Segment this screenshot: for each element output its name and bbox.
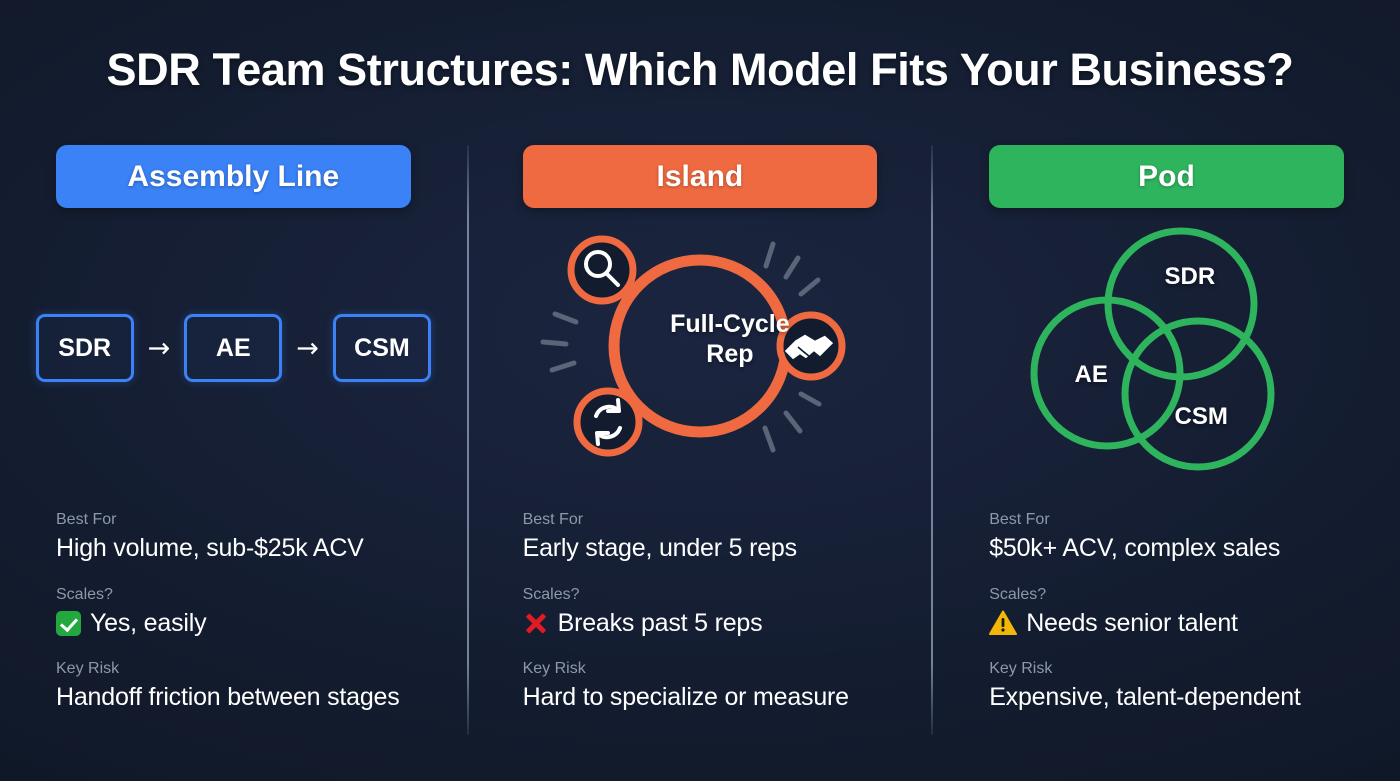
- fact-value-best-for: Early stage, under 5 reps: [522, 534, 798, 562]
- fact-value-key-risk: Handoff friction between stages: [56, 683, 400, 711]
- fact-label-key-risk: Key Risk: [989, 660, 1053, 677]
- fact-best-for: Best For High volume, sub-$25k ACV: [56, 511, 411, 564]
- fact-value-scales: Breaks past 5 reps: [523, 609, 878, 639]
- fact-value-scales: Yes, easily: [56, 609, 411, 639]
- warning-icon: [989, 610, 1018, 636]
- column-heading-assembly-line: Assembly Line: [56, 145, 411, 208]
- orbit-center-line-1: Full-Cycle: [670, 310, 790, 338]
- flow-node-csm: CSM: [332, 314, 431, 382]
- column-heading-pod: Pod: [989, 145, 1344, 208]
- column-pod: Pod SDR AE CSM Best For $50k+ ACV, comp: [933, 145, 1400, 745]
- fact-label-best-for: Best For: [56, 511, 117, 528]
- orbit-center-label: Full-Cycle Rep: [640, 310, 820, 369]
- fact-value-scales-text: Breaks past 5 reps: [557, 608, 763, 637]
- fact-value-key-risk: Expensive, talent-dependent: [989, 683, 1301, 711]
- cross-icon: [523, 610, 549, 636]
- venn-circle-ae: [1030, 296, 1184, 449]
- fact-value-key-risk: Hard to specialize or measure: [522, 683, 849, 711]
- fact-scales: Scales? Yes, easily: [56, 586, 411, 639]
- fact-label-scales: Scales?: [56, 585, 113, 603]
- radiating-ticks: [540, 241, 822, 453]
- venn-label-ae: AE: [1074, 360, 1108, 388]
- fact-value-scales-text: Needs senior talent: [1026, 608, 1238, 637]
- fact-label-key-risk: Key Risk: [522, 660, 586, 677]
- flow-diagram: SDR → AE → CSM: [35, 314, 431, 382]
- fact-label-scales: Scales?: [522, 585, 580, 603]
- venn-diagram-svg: [1030, 227, 1275, 470]
- column-divider-1: [467, 145, 469, 735]
- fact-key-risk: Key Risk Hard to specialize or measure: [523, 660, 878, 713]
- fact-label-scales: Scales?: [989, 585, 1047, 603]
- handshake-icon: [783, 333, 835, 362]
- venn-diagram: SDR AE CSM: [1016, 221, 1316, 476]
- venn-label-sdr: SDR: [1164, 262, 1216, 290]
- fact-scales: Scales? Needs senior talent: [989, 586, 1344, 639]
- satellite-circle-refresh: [573, 387, 643, 457]
- orbit-center-line-2: Rep: [706, 339, 754, 368]
- fact-scales: Scales? Breaks past 5 reps: [523, 586, 878, 639]
- fact-best-for: Best For Early stage, under 5 reps: [523, 511, 878, 564]
- fact-value-best-for: $50k+ ACV, complex sales: [989, 534, 1281, 562]
- satellite-circle-search: [567, 235, 637, 305]
- warning-icon-svg: [989, 610, 1018, 636]
- flow-node-sdr: SDR: [35, 314, 134, 382]
- facts-pod: Best For $50k+ ACV, complex sales Scales…: [989, 511, 1344, 735]
- fact-value-best-for: High volume, sub-$25k ACV: [56, 534, 364, 562]
- arrow-right-icon: →: [296, 332, 319, 364]
- fact-key-risk: Key Risk Handoff friction between stages: [56, 660, 411, 713]
- column-island: Island: [467, 145, 934, 745]
- orbit-diagram-svg: [540, 235, 846, 457]
- page-title: SDR Team Structures: Which Model Fits Yo…: [106, 44, 1294, 95]
- diagram-assembly-line: SDR → AE → CSM: [35, 208, 431, 488]
- facts-assembly-line: Best For High volume, sub-$25k ACV Scale…: [56, 511, 411, 735]
- orbit-diagram: Full-Cycle Rep: [530, 218, 870, 478]
- fact-value-scales: Needs senior talent: [989, 609, 1344, 639]
- arrow-right-icon: →: [147, 332, 171, 364]
- column-heading-island: Island: [522, 145, 878, 208]
- refresh-icon: [593, 398, 622, 446]
- facts-island: Best For Early stage, under 5 reps Scale…: [523, 511, 878, 735]
- flow-node-ae: AE: [184, 314, 283, 382]
- column-divider-2: [931, 145, 933, 735]
- venn-circle-csm: [1121, 317, 1275, 470]
- fact-best-for: Best For $50k+ ACV, complex sales: [989, 511, 1344, 564]
- check-icon: [56, 610, 81, 636]
- fact-label-key-risk: Key Risk: [56, 660, 120, 677]
- fact-label-best-for: Best For: [989, 511, 1050, 528]
- columns-container: Assembly Line SDR → AE → CSM Best For Hi…: [0, 145, 1400, 745]
- venn-label-csm: CSM: [1174, 402, 1228, 430]
- column-assembly-line: Assembly Line SDR → AE → CSM Best For Hi…: [0, 145, 467, 745]
- search-icon: [583, 250, 620, 287]
- diagram-pod: SDR AE CSM: [989, 208, 1344, 488]
- fact-label-best-for: Best For: [522, 511, 584, 528]
- fact-value-scales-text: Yes, easily: [90, 608, 207, 637]
- diagram-island: Full-Cycle Rep: [523, 208, 878, 488]
- fact-key-risk: Key Risk Expensive, talent-dependent: [989, 660, 1344, 713]
